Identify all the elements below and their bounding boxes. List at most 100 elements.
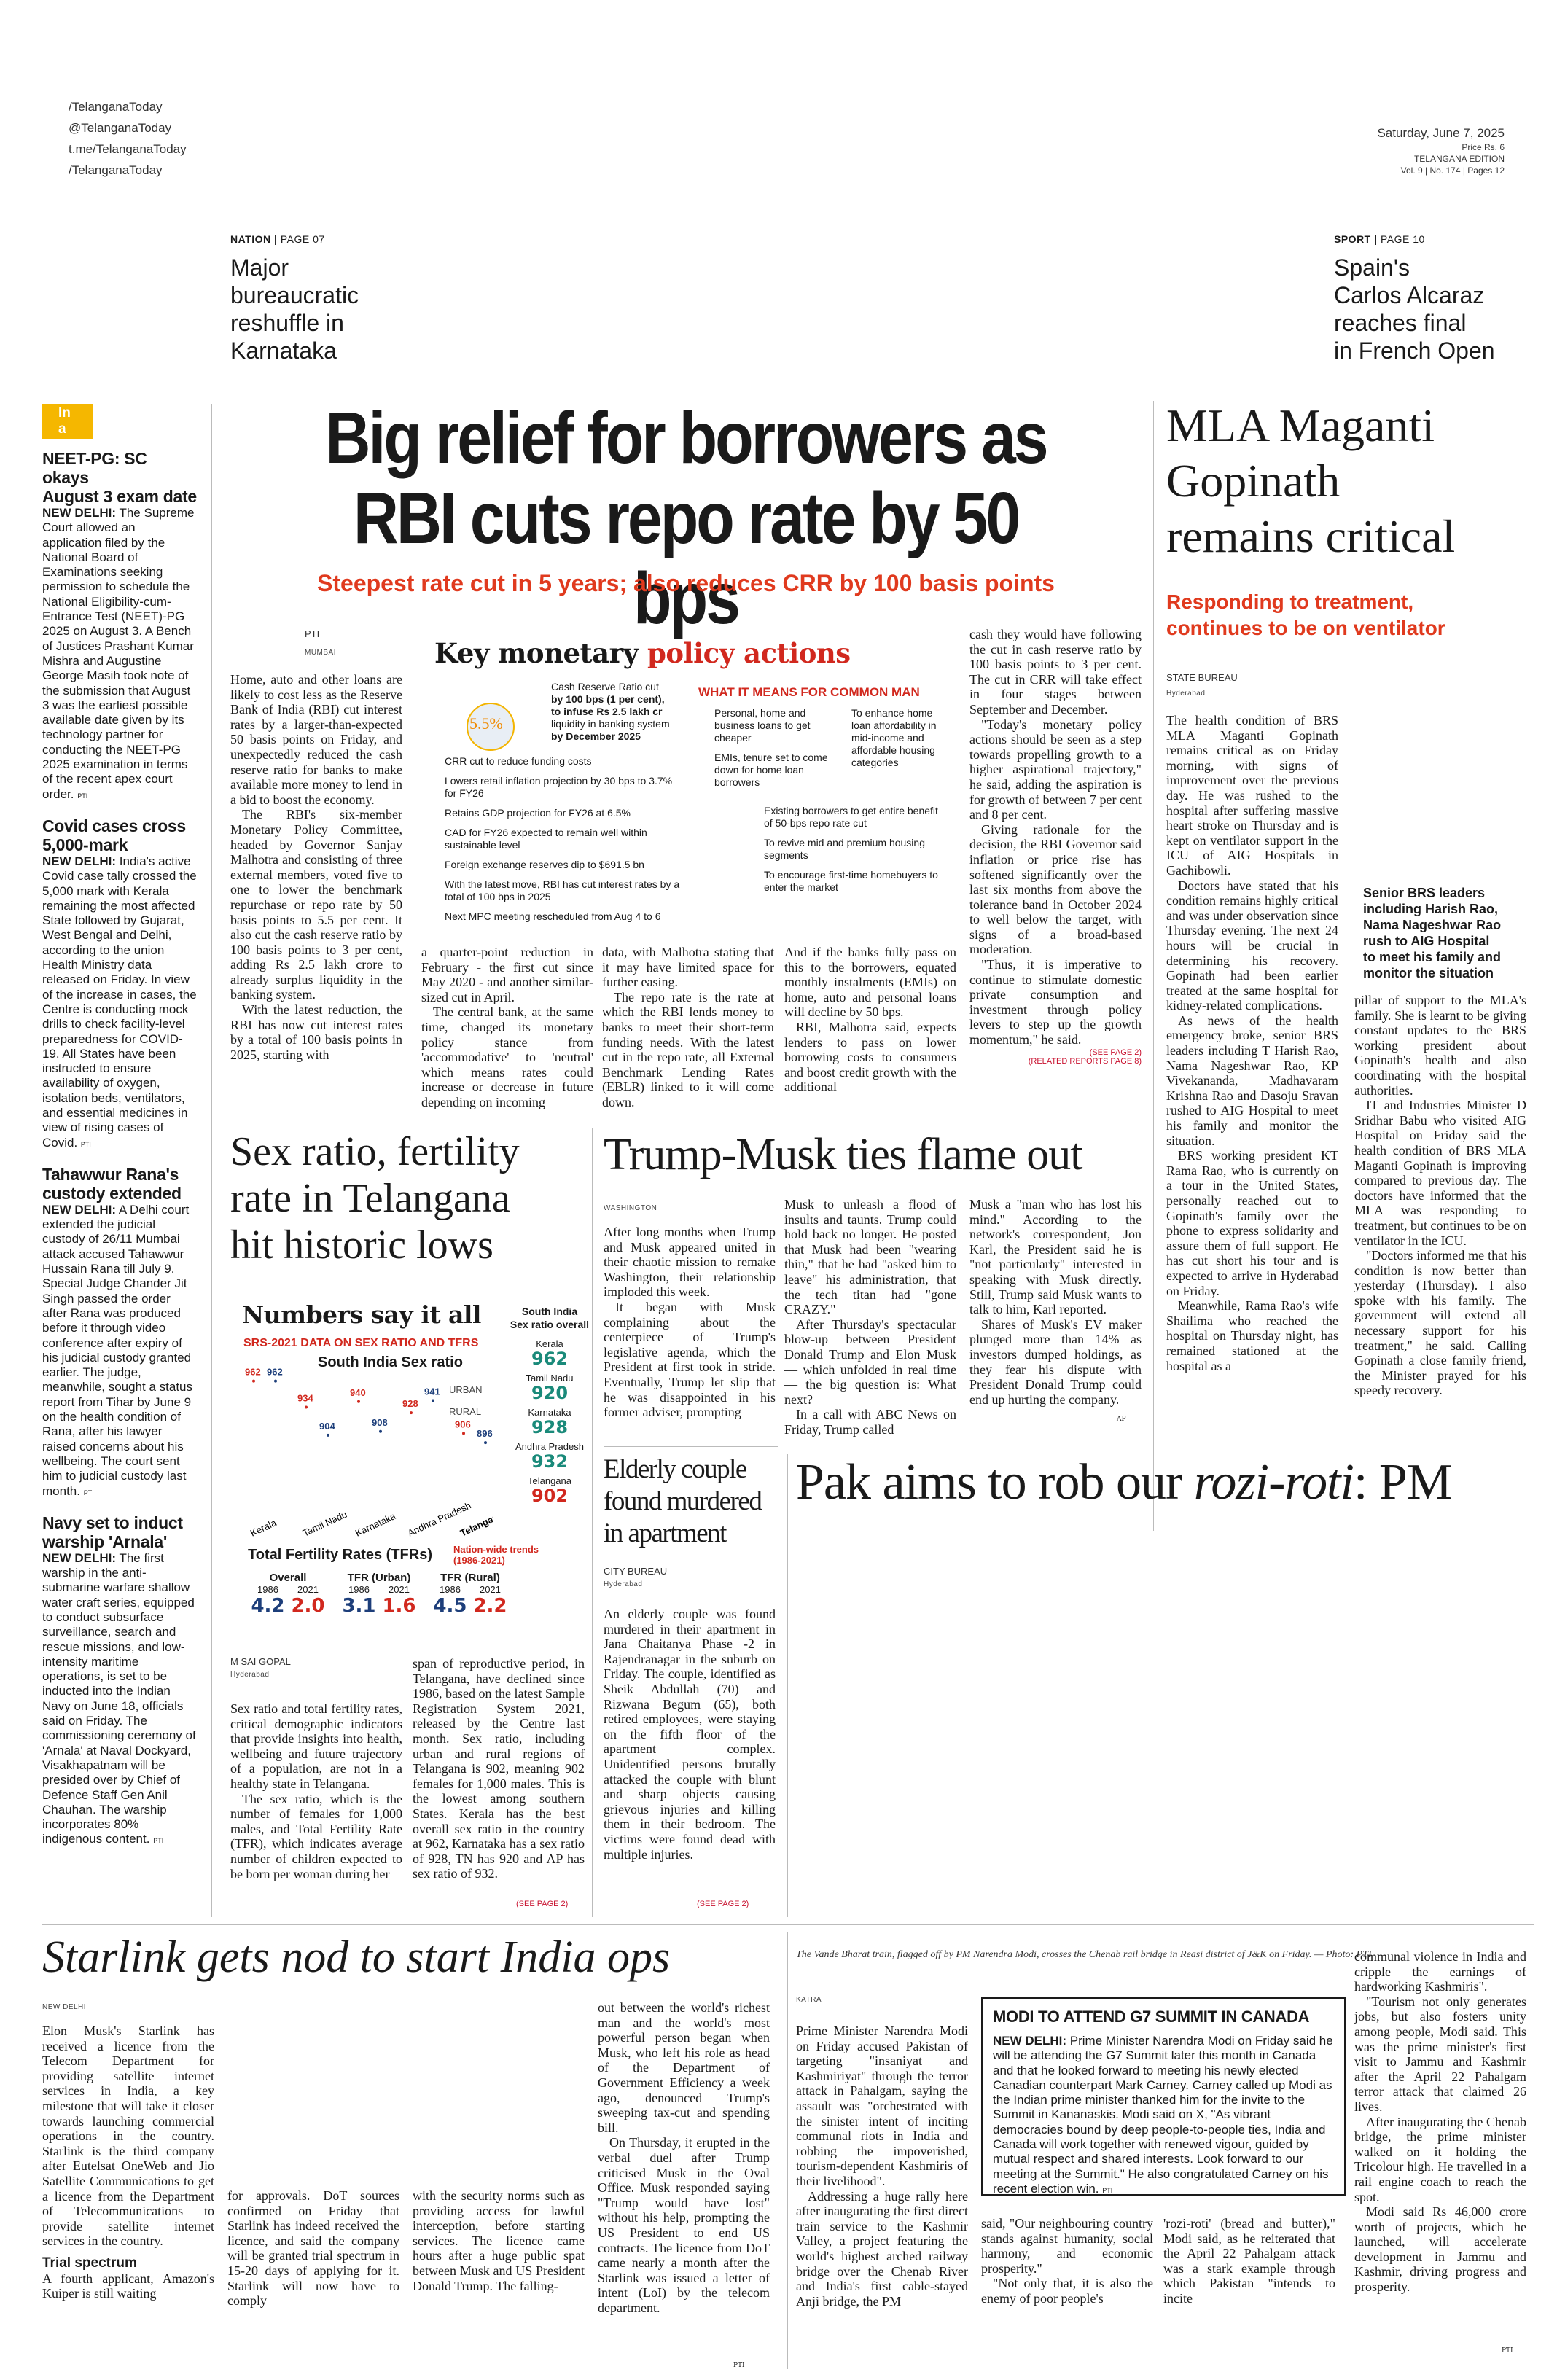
sexratio-col-2: span of reproductive period, in Telangan… (413, 1656, 585, 1881)
teaser-page: PAGE 10 (1380, 233, 1425, 245)
starlink-headline[interactable]: Starlink gets nod to start India ops (42, 1932, 671, 1982)
facebook-handle[interactable]: /TelanganaToday (69, 100, 163, 114)
trump-headline[interactable]: Trump-Musk ties flame out (604, 1130, 1082, 1179)
common-man-bottom: Existing borrowers to get entire benefit… (764, 805, 938, 893)
trump-col-1: After long months when Trump and Musk ap… (604, 1225, 776, 1420)
lead-col-2: a quarter-point reduction in February - … (421, 945, 593, 1109)
numbers-graphic: Numbers say it all SRS-2021 DATA ON SEX … (230, 1290, 609, 1626)
issue-volume: Vol. 9 | No. 174 | Pages 12 (1400, 165, 1505, 176)
mla-col-2: pillar of support to the MLA's family. S… (1354, 993, 1526, 1398)
overall-state-name: Andhra Pradesh (515, 1441, 584, 1452)
repo-rate-value: 5.5% (469, 714, 503, 733)
mla-subhead: Responding to treatment,continues to be … (1166, 590, 1445, 639)
common-man-left: Personal, home and business loans to get… (714, 707, 828, 788)
lead-col-5: cash they would have following the cut i… (969, 627, 1142, 1047)
lead-col-4: And if the banks fully pass on this to t… (784, 945, 956, 1095)
sexratio-value-urban-1: 934 (297, 1392, 313, 1403)
sexratio-value-rural-1: 904 (319, 1421, 335, 1432)
lead-byline: PTI MUMBAI (305, 628, 336, 657)
briefs-label: In a (42, 404, 93, 439)
elderly-byline: CITY BUREAU Hyderabad (604, 1566, 668, 1588)
sexratio-value-rural-2: 908 (372, 1417, 388, 1428)
photo-caption: The Vande Bharat train, flagged off by P… (796, 1949, 1372, 1960)
overall-state-name: Telangana (528, 1475, 571, 1486)
overall-state-value: 902 (531, 1486, 569, 1506)
masthead-info: Saturday, June 7, 2025 Price Rs. 6 TELAN… (1377, 125, 1505, 176)
crr-note: Cash Reserve Ratio cut by 100 bps (1 per… (551, 681, 670, 742)
common-man-right: To enhance home loan affordability in mi… (851, 707, 937, 768)
brief-body: NEW DELHI: A Delhi court extended the ju… (42, 1202, 193, 1498)
twitter-handle[interactable]: @TelanganaToday (69, 121, 172, 135)
sexratio-point-rural-1 (327, 1433, 329, 1437)
teaser-page: PAGE 07 (280, 233, 325, 245)
sexratio-category-label-0: Kerala (249, 1517, 278, 1539)
tfr-trend-title: Nation-wide trends(1986-2021) (453, 1544, 539, 1566)
policy-infographic: Key monetary policy actions 5.5% Cash Re… (421, 633, 939, 939)
sexratio-value-rural-4: 896 (477, 1428, 493, 1439)
sexratio-point-urban-1 (305, 1405, 308, 1409)
pak-headline[interactable]: Pak aims to rob our rozi-roti: PM (796, 1454, 1452, 1510)
overall-state-value: 932 (531, 1451, 569, 1472)
starlink-col-2: for approvals. DoT sources confirmed on … (227, 2188, 399, 2309)
sexratio-col-1: Sex ratio and total fertility rates, cri… (230, 1701, 402, 1881)
numbers-title: Numbers say it all (242, 1300, 481, 1329)
katra-dateline: KATRA (796, 1996, 822, 2004)
issue-price: Price Rs. 6 (1462, 142, 1505, 152)
starlink-col-4: out between the world's richest man and … (598, 2000, 770, 2315)
overall-state-name: Kerala (536, 1338, 563, 1349)
social-handles: /TelanganaToday @TelanganaToday t.me/Tel… (69, 96, 187, 181)
sexratio-point-rural-0 (274, 1379, 277, 1383)
g7-body: NEW DELHI: Prime Minister Narendra Modi … (993, 2034, 1333, 2196)
overall-state-value: 920 (531, 1383, 569, 1403)
starlink-dateline: NEW DELHI (42, 2003, 87, 2011)
brief-body: NEW DELHI: The first warship in the anti… (42, 1550, 196, 1846)
katra-credit: PTI (1502, 2347, 1513, 2354)
sexratio-see-page[interactable]: (SEE PAGE 2) (516, 1900, 569, 1908)
g7-headline: MODI TO ATTEND G7 SUMMIT IN CANADA (993, 2008, 1310, 2026)
trump-dateline: WASHINGTON (604, 1204, 657, 1212)
starlink-col-3: with the security norms such as providin… (413, 2188, 585, 2293)
sexratio-point-urban-2 (357, 1400, 360, 1403)
sexratio-value-rural-3: 941 (424, 1386, 440, 1397)
tfr-title: Total Fertility Rates (TFRs) (248, 1547, 432, 1563)
telegram-handle[interactable]: t.me/TelanganaToday (69, 142, 187, 156)
overall-state-name: Karnataka (528, 1407, 571, 1418)
lead-col-1: Home, auto and other loans are likely to… (230, 672, 402, 1062)
repo-rate-icon (467, 703, 515, 751)
sexratio-point-urban-3 (410, 1411, 413, 1415)
elderly-see-page[interactable]: (SEE PAGE 2) (697, 1900, 749, 1908)
g7-box[interactable]: MODI TO ATTEND G7 SUMMIT IN CANADA NEW D… (981, 1997, 1346, 2196)
issue-date: Saturday, June 7, 2025 (1377, 126, 1505, 140)
overall-state-name: Tamil Nadu (526, 1373, 574, 1384)
katra-col-1: Prime Minister Narendra Modi on Friday a… (796, 2024, 968, 2309)
sexratio-value-urban-0: 962 (245, 1367, 261, 1378)
lead-headline[interactable]: Big relief for borrowers as RBI cuts rep… (325, 397, 1048, 639)
katra-col-3: 'rozi-roti' (bread and butter)," Modi sa… (1163, 2216, 1335, 2306)
katra-col-2: said, "Our neighbouring country stands a… (981, 2216, 1153, 2306)
lead-col-3: data, with Malhotra stating that it may … (602, 945, 774, 1109)
starlink-credit: PTI (733, 2362, 745, 2369)
instagram-handle[interactable]: /TelanganaToday (69, 163, 163, 177)
teaser-section: NATION (230, 233, 271, 245)
elderly-body: An elderly couple was found murdered in … (604, 1607, 776, 1862)
sexratio-point-urban-4 (462, 1432, 465, 1435)
lead-see-page[interactable]: (SEE PAGE 2) (RELATED REPORTS PAGE 8) (1028, 1048, 1142, 1066)
